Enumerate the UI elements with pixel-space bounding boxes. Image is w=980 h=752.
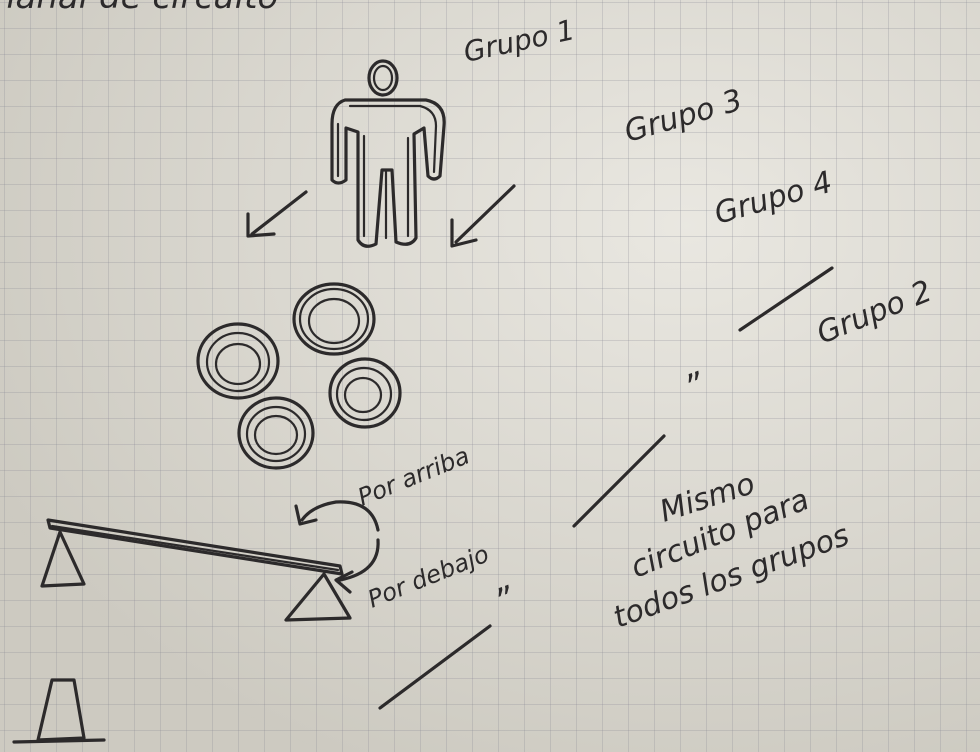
ditto-mark-upper: ” [679,365,710,409]
ditto-lines: ” ” [380,268,832,708]
hoops [198,284,400,468]
cone [14,680,104,742]
label-group-3: Grupo 3 [621,83,747,150]
label-group-2: Grupo 2 [812,274,937,352]
arrow-left [248,192,306,236]
arrow-right [452,186,514,246]
ditto-mark-lower: ” [489,579,520,623]
label-over: Por arriba [354,442,474,512]
label-group-4: Grupo 4 [711,165,837,232]
header-text: nanal de circuito [0,0,278,17]
balance-beam [42,520,350,620]
person-figure [332,61,444,246]
label-group-1: Grupo 1 [461,13,578,69]
label-under: Por debajo [364,540,493,614]
